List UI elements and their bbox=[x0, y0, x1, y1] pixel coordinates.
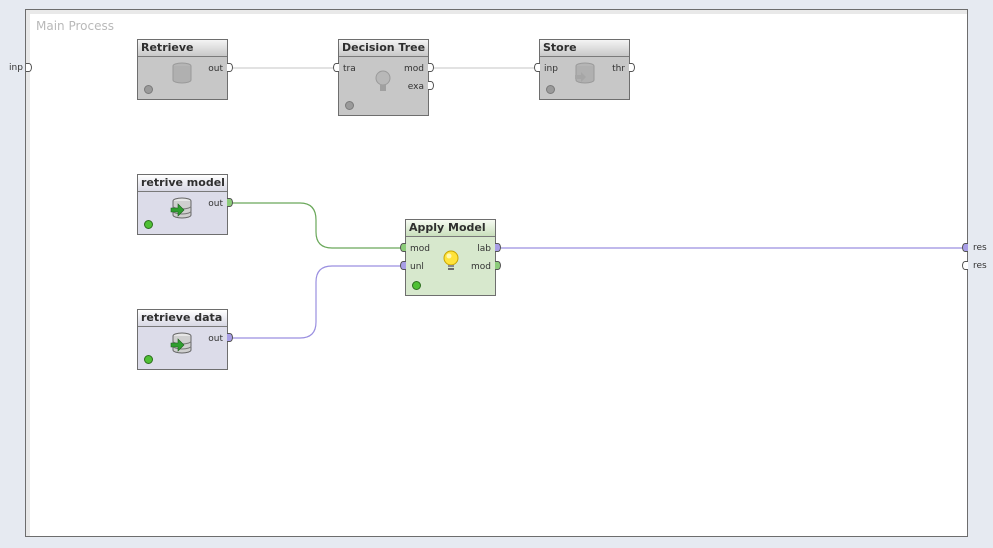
retrieve-data-out-port[interactable] bbox=[227, 333, 233, 342]
status-indicator bbox=[144, 85, 153, 94]
process-input-port[interactable] bbox=[26, 63, 32, 72]
process-input-label: inp bbox=[9, 63, 23, 73]
port-mod-in-label: mod bbox=[410, 244, 430, 254]
port-out-label: out bbox=[208, 334, 223, 344]
status-indicator bbox=[144, 220, 153, 229]
operator-title: retrive model bbox=[138, 175, 227, 192]
status-indicator bbox=[546, 85, 555, 94]
store-database-icon bbox=[575, 62, 595, 84]
status-indicator bbox=[412, 281, 421, 290]
decision-tree-mod-port[interactable] bbox=[428, 63, 434, 72]
operator-title: Decision Tree bbox=[339, 40, 428, 57]
operator-retrieve[interactable]: Retrieve out bbox=[137, 39, 228, 100]
wire-data-to-apply[interactable] bbox=[232, 265, 402, 339]
apply-model-mod-in-port[interactable] bbox=[400, 243, 406, 252]
port-exa-label: exa bbox=[407, 82, 424, 92]
port-thr-label: thr bbox=[612, 64, 625, 74]
operator-retrive-model[interactable]: retrive model out bbox=[137, 174, 228, 235]
operator-apply-model[interactable]: Apply Model mod unl lab mod bbox=[405, 219, 496, 296]
port-unl-label: unl bbox=[410, 262, 424, 272]
operator-retrieve-data[interactable]: retrieve data ... out bbox=[137, 309, 228, 370]
operator-store[interactable]: Store inp thr bbox=[539, 39, 630, 100]
port-tra-label: tra bbox=[343, 64, 356, 74]
operator-title: retrieve data ... bbox=[138, 310, 227, 327]
port-lab-label: lab bbox=[477, 244, 491, 254]
database-icon bbox=[172, 62, 192, 84]
process-title: Main Process bbox=[36, 19, 114, 33]
port-mod-out-label: mod bbox=[471, 262, 491, 272]
port-out-label: out bbox=[208, 199, 223, 209]
decision-tree-tra-port[interactable] bbox=[333, 63, 339, 72]
retrive-model-out-port[interactable] bbox=[227, 198, 233, 207]
retrieve-database-icon bbox=[170, 332, 192, 354]
operator-title: Retrieve bbox=[138, 40, 227, 57]
wire-model-to-apply[interactable] bbox=[232, 202, 402, 249]
retrieve-out-port[interactable] bbox=[227, 63, 233, 72]
status-indicator bbox=[144, 355, 153, 364]
operator-title: Apply Model bbox=[406, 220, 495, 237]
lightbulb-icon bbox=[375, 70, 391, 91]
process-result-label-1: res bbox=[973, 243, 987, 253]
retrieve-database-icon bbox=[170, 197, 192, 219]
process-result-label-2: res bbox=[973, 261, 987, 271]
process-result-port-2[interactable] bbox=[962, 261, 968, 270]
apply-model-mod-out-port[interactable] bbox=[495, 261, 501, 270]
port-mod-label: mod bbox=[404, 64, 424, 74]
store-inp-port[interactable] bbox=[534, 63, 540, 72]
port-out-label: out bbox=[208, 64, 223, 74]
decision-tree-exa-port[interactable] bbox=[428, 81, 434, 90]
apply-model-lab-port[interactable] bbox=[495, 243, 501, 252]
apply-model-unl-port[interactable] bbox=[400, 261, 406, 270]
store-thr-port[interactable] bbox=[629, 63, 635, 72]
status-indicator bbox=[345, 101, 354, 110]
lightbulb-icon bbox=[443, 250, 459, 270]
operator-decision-tree[interactable]: Decision Tree tra mod exa bbox=[338, 39, 429, 116]
port-inp-label: inp bbox=[544, 64, 558, 74]
process-result-port-1[interactable] bbox=[962, 243, 968, 252]
operator-title: Store bbox=[540, 40, 629, 57]
